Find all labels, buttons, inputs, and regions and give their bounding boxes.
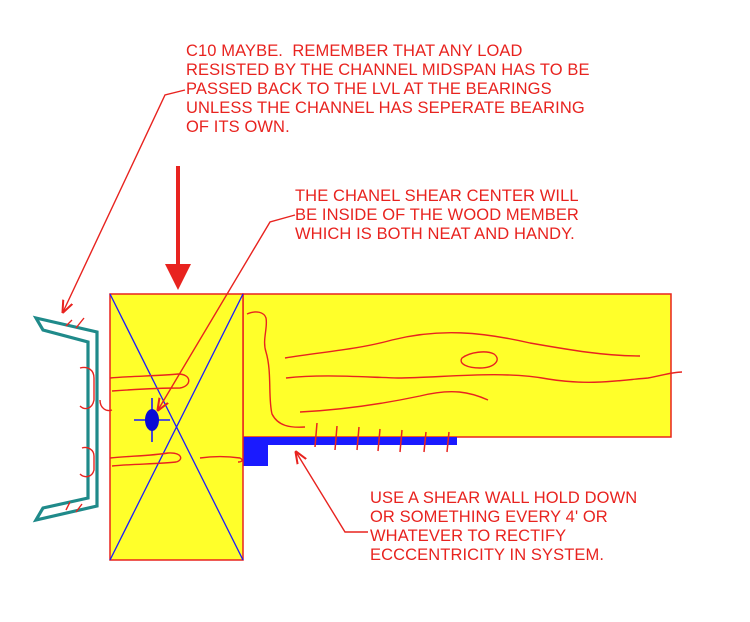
shear-center-note: THE CHANEL SHEAR CENTER WILL BE INSIDE O… xyxy=(295,187,579,243)
crosshair-icon xyxy=(134,398,170,442)
down-arrow-icon xyxy=(165,166,191,290)
steel-plate xyxy=(243,437,457,445)
steel-angle-leg xyxy=(243,437,268,466)
bolt-sketch xyxy=(65,317,243,513)
section-cross xyxy=(109,293,244,561)
fastener-marks xyxy=(314,422,450,453)
channel-note-leader xyxy=(63,89,186,312)
shear-center-note-leader xyxy=(158,214,296,410)
wood-grain-sketch xyxy=(246,311,683,428)
hold-down-note: USE A SHEAR WALL HOLD DOWN OR SOMETHING … xyxy=(370,489,638,564)
c-channel xyxy=(32,315,99,523)
lvl-beam xyxy=(242,293,672,438)
channel-note: C10 MAYBE. REMEMBER THAT ANY LOAD RESIST… xyxy=(186,42,590,136)
hold-down-note-leader xyxy=(296,452,368,533)
